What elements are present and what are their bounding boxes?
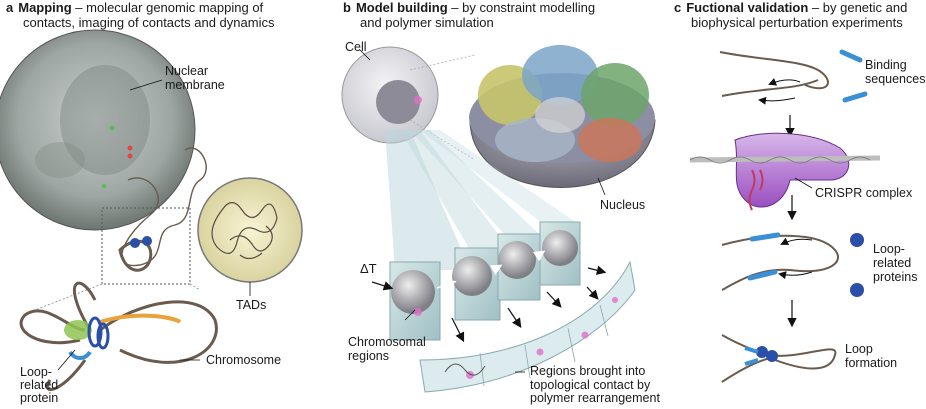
panel-a-subtitle-1: – molecular genomic mapping of xyxy=(71,0,264,15)
panel-b-illustration xyxy=(341,45,656,393)
loop-protein-line1: Loop- xyxy=(20,365,52,379)
zoom-box xyxy=(101,207,191,285)
regions-line2: topological contact by xyxy=(530,377,651,392)
polymer-strip xyxy=(419,260,636,393)
panel-b-subtitle-1: – by constraint modelling xyxy=(447,0,596,15)
panel-b-header: b Model building – by constraint modellin… xyxy=(343,0,595,30)
chromatin-fibre xyxy=(121,147,207,267)
panel-b-subtitle-2: and polymer simulation xyxy=(360,15,494,30)
regions-line1: Regions brought into xyxy=(530,364,646,378)
panel-b-title: Model building xyxy=(355,0,448,15)
chromosomal-line2: regions xyxy=(348,349,389,363)
loop-formation-line2: formation xyxy=(845,356,898,370)
nuclear-membrane-label: Nuclear membrane xyxy=(165,64,225,92)
regions-line3: polymer rearrangement xyxy=(530,391,660,405)
chromosomal-line1: Chromosomal xyxy=(348,335,426,349)
loop-protein-line3: protein xyxy=(20,391,59,405)
dna-strand-middle xyxy=(721,234,839,291)
crispr-complex xyxy=(734,132,850,208)
binding-sequences-label: Binding sequences xyxy=(865,58,925,86)
panel-a-title: Mapping xyxy=(18,0,72,15)
panel-c-subtitle-2: biophysical perturbation experiments xyxy=(691,15,903,30)
binding-line2: sequences xyxy=(865,72,926,86)
loop-protein-ball-2 xyxy=(850,283,864,297)
panel-b-letter: b xyxy=(343,0,351,15)
panel-c-letter: c xyxy=(674,0,682,15)
dna-strand-top xyxy=(719,51,829,90)
nucleus-label: Nucleus xyxy=(600,198,646,212)
panel-c-illustration xyxy=(689,49,881,383)
chromosomal-regions-label: Chromosomal regions xyxy=(348,335,426,363)
panel-c-header: c Fuctional validation – by genetic and b… xyxy=(674,0,907,30)
loop-formation-strand xyxy=(721,334,837,383)
loop-formation-line1: Loop xyxy=(845,342,873,356)
chromosome-loop-right xyxy=(99,300,218,364)
regions-contact-label: Regions brought into topological contact… xyxy=(530,364,660,406)
delta-t-label: ΔT xyxy=(360,261,377,276)
panel-a-illustration xyxy=(0,29,303,391)
tad-zoom-circle xyxy=(197,177,303,283)
loop-protein-line2: related xyxy=(20,378,59,392)
panel-c-subtitle-1: – by genetic and xyxy=(808,0,908,15)
loop-related-protein-label: Loop- related protein xyxy=(20,366,58,405)
cell-label: Cell xyxy=(345,40,367,54)
loop-formation-label: Loop formation xyxy=(845,342,897,370)
time-series-panels xyxy=(389,221,581,341)
loop-related-line3: proteins xyxy=(873,270,918,284)
loop-related-proteins-label: Loop- related proteins xyxy=(873,242,917,284)
loop-protein-ball-1 xyxy=(850,233,864,247)
crispr-complex-label: CRISPR complex xyxy=(815,186,913,200)
loop-related-line1: Loop- xyxy=(873,242,905,256)
loop-related-line2: related xyxy=(873,256,912,270)
panel-a-subtitle-2: contacts, imaging of contacts and dynami… xyxy=(23,15,275,30)
panel-c-title: Fuctional validation xyxy=(686,0,809,15)
nuclear-membrane-label-line1: Nuclear xyxy=(165,64,209,78)
chromosome-label: Chromosome xyxy=(206,353,282,367)
binding-line1: Binding xyxy=(865,58,907,72)
panel-a-letter: a xyxy=(6,0,14,15)
nuclear-membrane-label-line2: membrane xyxy=(165,78,225,92)
tads-label: TADs xyxy=(236,298,267,312)
